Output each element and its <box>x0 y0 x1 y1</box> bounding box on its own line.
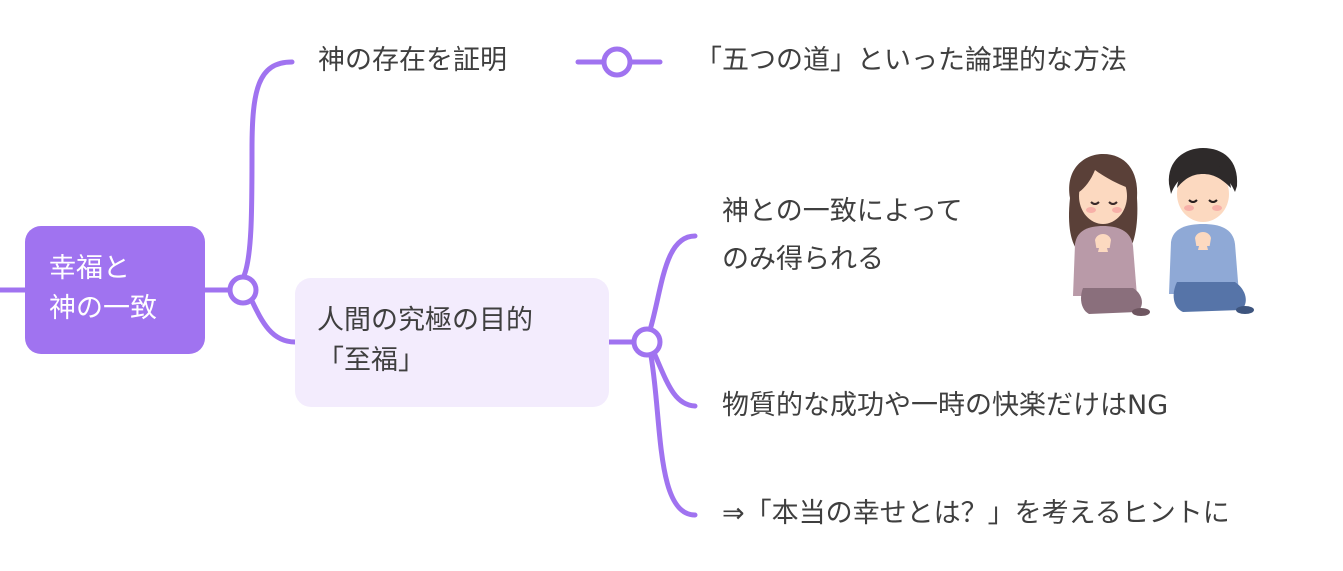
leaf-five-ways[interactable]: 「五つの道」といった論理的な方法 <box>695 45 1127 76</box>
praying-people-illustration <box>1069 148 1254 316</box>
leaf-hint[interactable]: ⇒「本当の幸せとは？」を考えるヒントに <box>722 498 1230 529</box>
root-junction-node <box>227 274 259 306</box>
leaf-union-line2: のみ得られる <box>722 244 884 275</box>
praying-man-illustration <box>1168 148 1254 314</box>
topic-proof[interactable]: 神の存在を証明 <box>318 45 507 76</box>
child2-curve <box>652 352 698 409</box>
topic-purpose[interactable]: 人間の究極の目的 「至福」 <box>295 278 609 407</box>
topic-purpose-line2: 「至福」 <box>317 345 425 376</box>
branch-proof-curve <box>240 59 295 281</box>
topic-purpose-line1: 人間の究極の目的 <box>317 305 533 336</box>
root-line2: 神の一致 <box>49 293 157 324</box>
leaf-material-success[interactable]: 物質的な成功や一時の快楽だけはNG <box>722 390 1169 421</box>
leaf-union-with-god[interactable]: 神との一致によって のみ得られる <box>722 188 963 284</box>
praying-woman-illustration <box>1069 154 1150 316</box>
root-line1: 幸福と <box>49 253 130 284</box>
proof-junction-node <box>601 46 633 78</box>
child1-curve <box>647 233 698 333</box>
leaf-union-line1: 神との一致によって <box>722 196 963 227</box>
purpose-junction-node <box>631 326 663 358</box>
branch-purpose-curve <box>249 298 298 345</box>
root-node[interactable]: 幸福と 神の一致 <box>25 226 205 354</box>
child3-curve <box>648 353 698 518</box>
